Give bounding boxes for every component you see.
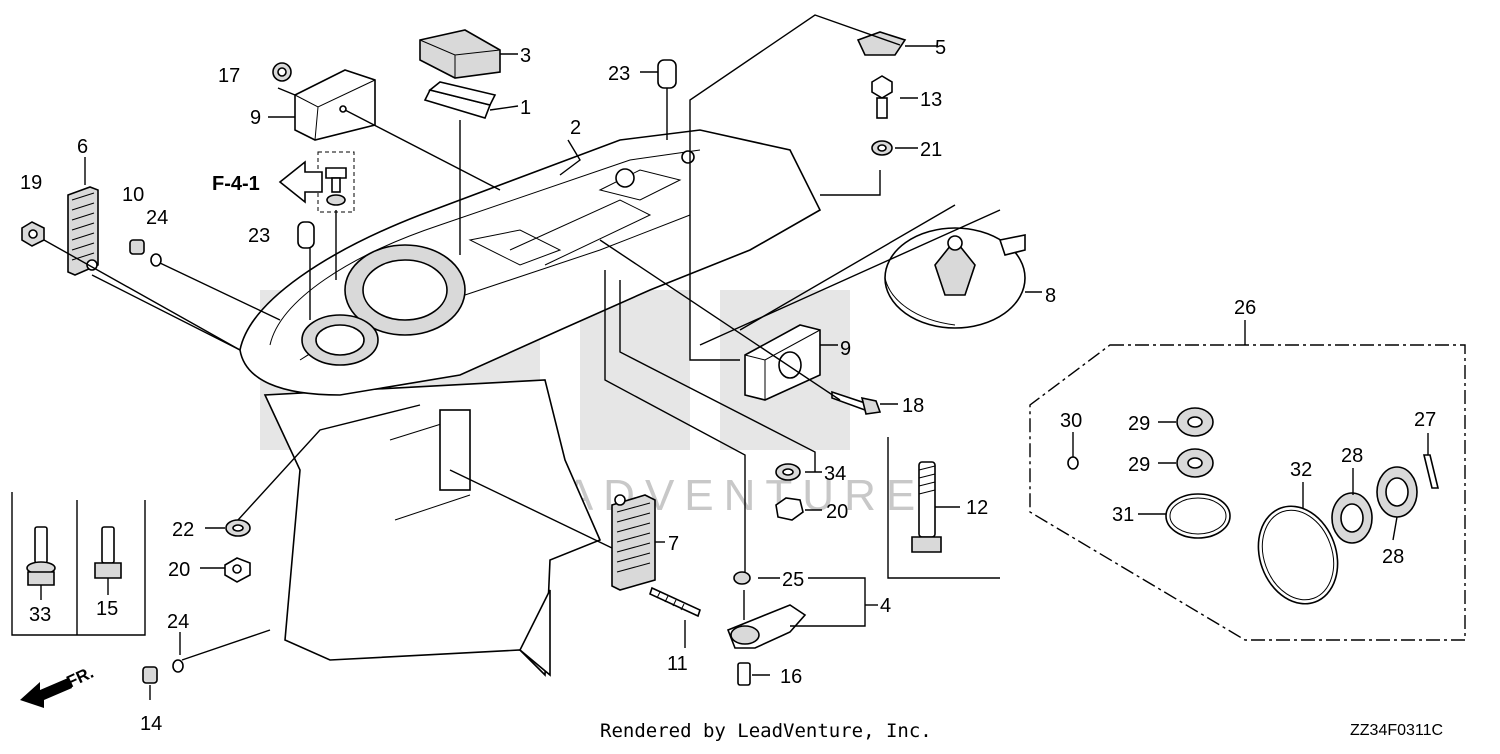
callout-29-upper: 29 bbox=[1128, 413, 1150, 435]
part-30-ring bbox=[1067, 456, 1079, 470]
callout-26: 26 bbox=[1234, 297, 1256, 319]
callout-21: 21 bbox=[920, 139, 942, 161]
callout-1: 1 bbox=[520, 97, 531, 119]
part-23-pin-left bbox=[297, 221, 315, 249]
callout-28-upper: 28 bbox=[1341, 445, 1363, 467]
part-22-washer bbox=[225, 519, 251, 537]
callout-30: 30 bbox=[1060, 410, 1082, 432]
part-20-nut-right bbox=[775, 497, 804, 521]
callouts: 1 2 3 4 5 6 7 8 9 9 10 11 12 13 14 15 16… bbox=[20, 37, 1436, 735]
part-31-o-ring bbox=[1165, 493, 1231, 539]
callout-14: 14 bbox=[140, 713, 162, 735]
part-29-bearing-upper bbox=[1176, 407, 1214, 437]
callout-10: 10 bbox=[122, 184, 144, 206]
bracket-frames bbox=[11, 437, 1000, 636]
part-28-seal-right bbox=[1376, 466, 1418, 518]
callout-31: 31 bbox=[1112, 504, 1134, 526]
reference-arrow: F-4-1 bbox=[212, 160, 323, 204]
part-6-anode bbox=[67, 186, 99, 276]
diagram-code: ZZ34F0311C bbox=[1350, 722, 1444, 739]
part-9-upper-block bbox=[294, 69, 376, 141]
callout-23-left: 23 bbox=[248, 225, 270, 247]
callout-24-upper: 24 bbox=[146, 207, 168, 229]
part-4-plate bbox=[726, 604, 807, 649]
front-arrow: FR. bbox=[20, 663, 97, 708]
callout-19: 19 bbox=[20, 172, 42, 194]
reference-arrow-label: F-4-1 bbox=[212, 173, 260, 195]
callout-23-upper: 23 bbox=[608, 63, 630, 85]
part-19-nut bbox=[21, 221, 45, 247]
part-34-washer bbox=[775, 463, 801, 481]
callout-18: 18 bbox=[902, 395, 924, 417]
callout-20-left: 20 bbox=[168, 559, 190, 581]
callout-11: 11 bbox=[667, 653, 688, 675]
callout-9-lower: 9 bbox=[840, 338, 851, 360]
part-33-bolt bbox=[26, 526, 56, 586]
callout-4: 4 bbox=[880, 595, 891, 617]
callout-15: 15 bbox=[96, 598, 118, 620]
callout-13: 13 bbox=[920, 89, 942, 111]
footer-credit: Rendered by LeadVenture, Inc. bbox=[600, 720, 932, 742]
part-5-cap bbox=[856, 31, 907, 56]
part-21-washer bbox=[871, 140, 893, 156]
part-24-washer-upper bbox=[150, 253, 162, 267]
part-29-bearing-lower bbox=[1176, 448, 1214, 478]
part-15-bolt bbox=[94, 526, 122, 579]
part-12-bolt bbox=[911, 461, 942, 553]
callout-22: 22 bbox=[172, 519, 194, 541]
part-13-bolt bbox=[871, 75, 893, 119]
callout-16: 16 bbox=[780, 666, 802, 688]
part-7-anode bbox=[611, 494, 656, 591]
callout-24-lower: 24 bbox=[167, 611, 189, 633]
part-32-o-ring bbox=[1257, 505, 1339, 605]
part-24-washer-lower bbox=[172, 659, 184, 673]
part-11-screw bbox=[649, 586, 701, 618]
part-14-plug bbox=[142, 666, 158, 684]
callout-20-right: 20 bbox=[826, 501, 848, 523]
part-23-pin-upper bbox=[657, 59, 677, 89]
part-1-plate bbox=[423, 81, 497, 119]
callout-33: 33 bbox=[29, 604, 51, 626]
part-25-washer bbox=[733, 571, 751, 585]
part-28-seal-left bbox=[1331, 492, 1373, 544]
callout-7: 7 bbox=[668, 533, 679, 555]
callout-27: 27 bbox=[1414, 409, 1436, 431]
callout-6: 6 bbox=[77, 136, 88, 158]
callout-2: 2 bbox=[570, 117, 581, 139]
callout-12: 12 bbox=[966, 497, 988, 519]
callout-29-lower: 29 bbox=[1128, 454, 1150, 476]
callout-9-upper: 9 bbox=[250, 107, 261, 129]
callout-17: 17 bbox=[218, 65, 240, 87]
callout-8: 8 bbox=[1045, 285, 1056, 307]
part-10-plug bbox=[129, 239, 145, 255]
gear-case bbox=[239, 129, 822, 677]
part-3-foam bbox=[419, 29, 501, 79]
callout-32: 32 bbox=[1290, 459, 1312, 481]
part-20-nut-left bbox=[224, 557, 251, 583]
callout-28-lower: 28 bbox=[1382, 546, 1404, 568]
kit-26-outline bbox=[1029, 344, 1466, 641]
bolt-dashed-box bbox=[317, 151, 355, 213]
leader-lines bbox=[40, 14, 1429, 700]
part-8-trim-tab bbox=[884, 227, 1026, 329]
part-16-bolt bbox=[737, 662, 751, 686]
part-18-bolt bbox=[831, 390, 882, 415]
callout-3: 3 bbox=[520, 45, 531, 67]
callout-25: 25 bbox=[782, 569, 804, 591]
callout-34: 34 bbox=[824, 463, 846, 485]
part-27-pin bbox=[1422, 454, 1440, 489]
part-17-nut bbox=[272, 62, 292, 82]
callout-5: 5 bbox=[935, 37, 946, 59]
